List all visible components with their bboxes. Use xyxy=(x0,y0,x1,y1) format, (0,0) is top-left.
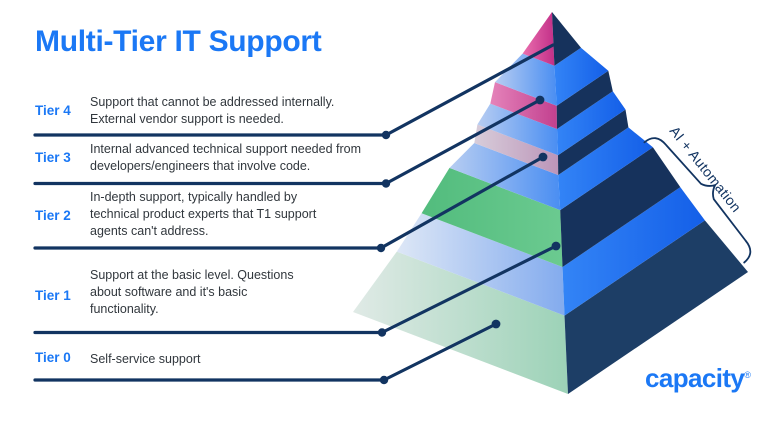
pyramid-tier4-right-face xyxy=(552,12,581,66)
tier-2-desc-line: technical product experts that T1 suppor… xyxy=(90,207,317,221)
tier-0-desc-line: Self-service support xyxy=(90,351,201,366)
tier-0-elbow-dot xyxy=(379,375,389,385)
tier-3-desc-line: Internal advanced technical support need… xyxy=(90,142,362,156)
capacity-logo-text: capacity xyxy=(645,363,745,393)
tier-3-elbow-dot xyxy=(381,179,391,188)
tier-4-desc-line: External vendor support is needed. xyxy=(90,112,284,126)
tier-2-desc-line: agents can't address. xyxy=(90,224,209,238)
tier-1-label: Tier 1 xyxy=(35,287,71,303)
tier-2-end-dot xyxy=(538,152,548,162)
tier-4-label: Tier 4 xyxy=(35,102,71,118)
pyramid-rim1-right xyxy=(558,127,653,211)
tier-4-elbow-dot xyxy=(381,130,391,140)
pyramid-rim2-left xyxy=(477,103,558,156)
page-title: Multi-Tier IT Support xyxy=(35,25,322,58)
tier-1-desc-line: functionality. xyxy=(90,301,159,316)
pyramid-tier4-left-face xyxy=(522,12,555,66)
pyramid-rim2-right xyxy=(557,91,626,156)
registered-trademark-symbol: ® xyxy=(744,370,751,380)
tier-4-desc-line: Support that cannot be addressed interna… xyxy=(90,95,335,109)
tier-1-desc-line: about software and it's basic xyxy=(90,284,248,299)
tier-2-elbow-dot xyxy=(376,243,386,253)
tier-1-desc-line: Support at the basic level. Questions xyxy=(90,267,294,282)
pyramid-tier0-left-face xyxy=(353,251,568,394)
tier-3-label: Tier 3 xyxy=(35,150,71,165)
pyramid-tier3-left-face xyxy=(490,82,557,129)
tier-0-end-dot xyxy=(491,319,501,329)
pyramid-tier1-right-face xyxy=(560,147,681,267)
tier-2-description: In-depth support, typically handled by t… xyxy=(90,189,400,240)
pyramid-tier1-left-face xyxy=(421,167,563,267)
tier-4-description: Support that cannot be addressed interna… xyxy=(90,94,400,128)
tier-2-desc-line: In-depth support, typically handled by xyxy=(90,190,298,204)
pyramid-rim1-left xyxy=(449,143,561,211)
pyramid-rim0-right xyxy=(562,187,705,316)
pyramid-tier2-left-face xyxy=(474,124,559,175)
capacity-logo: capacity® xyxy=(645,363,751,394)
annotation-brace xyxy=(643,137,752,264)
tier-3-desc-line: developers/engineers that involve code. xyxy=(90,159,311,173)
tier-3-end-dot xyxy=(535,95,545,105)
tier-1-description: Support at the basic level. Questions ab… xyxy=(90,267,400,318)
tier-0-label: Tier 0 xyxy=(35,349,71,365)
tier-3-description: Internal advanced technical support need… xyxy=(90,141,400,175)
tier-1-end-dot xyxy=(551,241,561,251)
tier-2-label: Tier 2 xyxy=(35,207,71,223)
tier-1-elbow-dot xyxy=(377,328,387,337)
pyramid-rim3-right xyxy=(554,47,609,106)
pyramid-rim0-left xyxy=(396,213,565,316)
pyramid-tier2-right-face xyxy=(558,109,629,175)
pyramid-tier3-right-face xyxy=(556,70,613,129)
pyramid-tier0-right-face xyxy=(564,220,748,394)
tier-0-description: Self-service support xyxy=(90,351,400,368)
